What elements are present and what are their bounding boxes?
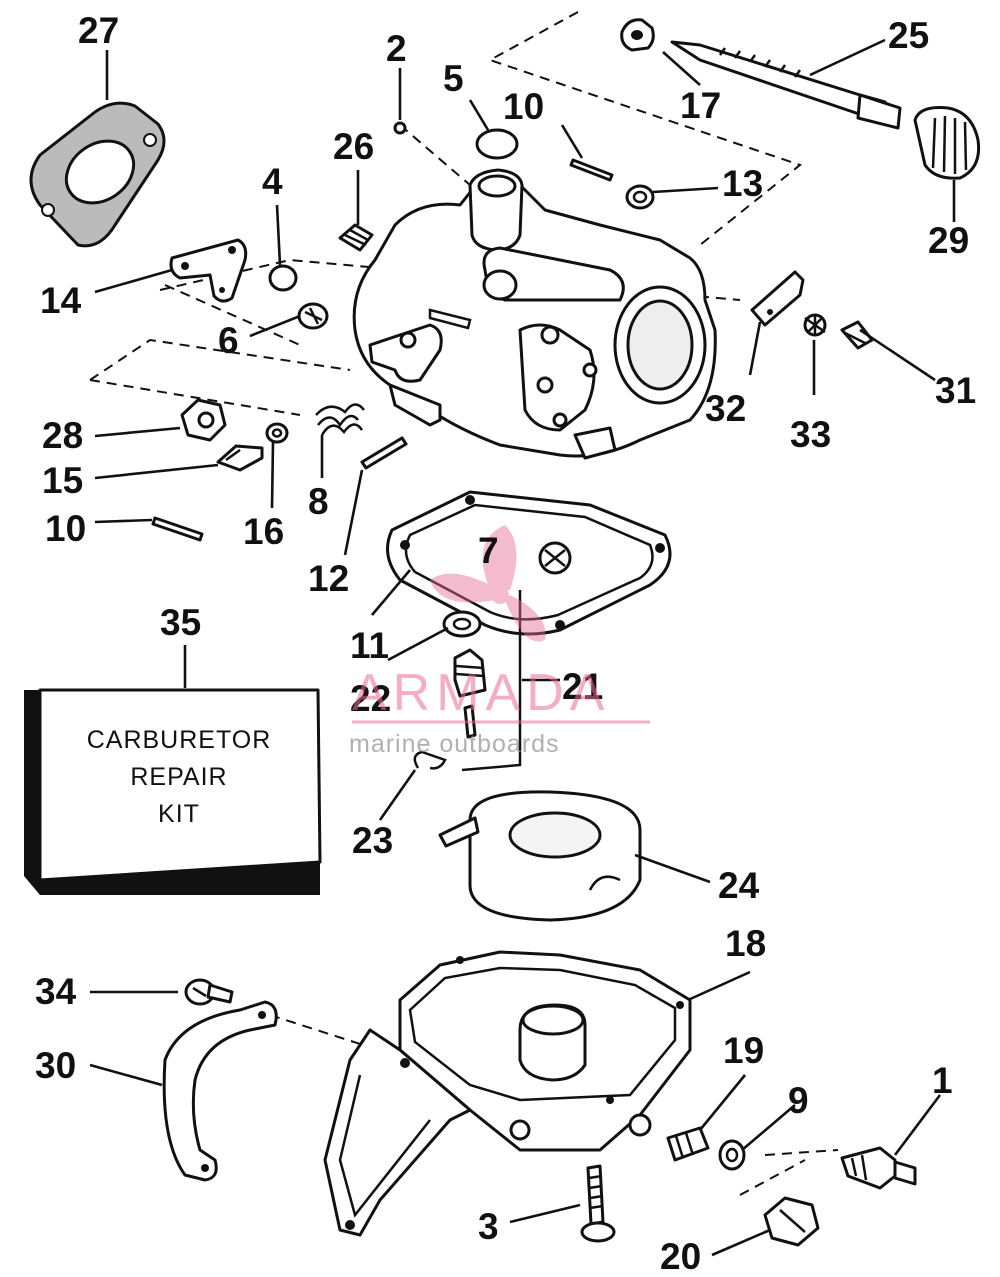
gasket-27: [29, 101, 166, 248]
screw-26: [338, 223, 374, 252]
watermark-tagline: marine outboards: [349, 730, 560, 758]
washer-13: [625, 184, 655, 210]
callout-3: 3: [478, 1206, 499, 1247]
plug-20: [763, 1196, 820, 1247]
callout-30: 30: [35, 1045, 77, 1086]
ball-4: [268, 264, 298, 292]
callout-17: 17: [680, 85, 722, 126]
float-bowl-18: [323, 950, 692, 1237]
callout-14: 14: [40, 280, 82, 321]
repair-kit-line-3: KIT: [158, 800, 200, 828]
pin-10-left: [151, 516, 204, 542]
screw-31: [840, 320, 874, 350]
callout-23: 23: [352, 820, 394, 861]
callout-19: 19: [723, 1030, 765, 1071]
callout-20: 20: [660, 1236, 702, 1277]
knob-29: [913, 106, 981, 180]
callout-12: 12: [308, 558, 350, 599]
watermark-brand: ARMADA: [352, 664, 611, 722]
callout-4: 4: [262, 161, 283, 202]
washer-16: [265, 422, 289, 444]
callout-26: 26: [333, 126, 375, 167]
pin-12: [360, 436, 408, 470]
float-24: [438, 790, 642, 922]
nut-28: [180, 398, 227, 442]
watermark-propeller: [430, 525, 546, 642]
callout-10-left: 10: [45, 508, 87, 549]
leader-lines: [89, 38, 956, 1257]
screw-3: [580, 1164, 616, 1243]
callout-16: 16: [243, 511, 285, 552]
callout-11: 11: [350, 625, 390, 666]
callout-10-top: 10: [503, 86, 545, 127]
retainer-6: [297, 302, 329, 330]
plug-5: [475, 128, 519, 160]
clip-23: [413, 750, 447, 770]
jet-19: [666, 1126, 710, 1162]
callout-33: 33: [790, 414, 832, 455]
callout-28: 28: [42, 415, 84, 456]
callout-7: 7: [478, 530, 499, 571]
cap-17: [620, 18, 655, 52]
callout-5: 5: [443, 58, 464, 99]
callout-27: 27: [78, 10, 120, 51]
callout-35: 35: [160, 602, 202, 643]
pin-10-top: [569, 158, 614, 182]
callout-34: 34: [35, 971, 77, 1012]
callout-25: 25: [888, 15, 930, 56]
seat-21: [453, 590, 522, 772]
callout-31: 31: [935, 370, 977, 411]
washer-9: [718, 1139, 746, 1171]
washer-33: [803, 313, 827, 337]
clamp-30: [162, 1000, 278, 1182]
needle-valve-7: [538, 541, 572, 575]
clip-32: [750, 270, 805, 327]
repair-kit-label: CARBURETOR REPAIR KIT: [44, 722, 314, 833]
callout-18: 18: [725, 923, 767, 964]
repair-kit-box: [24, 688, 322, 895]
repair-kit-line-2: REPAIR: [130, 763, 228, 791]
callout-13: 13: [722, 163, 764, 204]
callout-1: 1: [932, 1060, 953, 1101]
callout-21: 21: [562, 666, 604, 707]
gasket-11: [386, 490, 672, 636]
callout-24: 24: [718, 865, 760, 906]
screw-15: [216, 444, 264, 472]
callout-32: 32: [705, 388, 747, 429]
carburetor-body: [352, 168, 717, 460]
callout-6: 6: [218, 320, 239, 361]
callout-8: 8: [308, 481, 329, 522]
bracket-14: [169, 238, 248, 303]
needle-25: [670, 40, 902, 130]
ball-2: [393, 121, 407, 135]
screw-34: [184, 978, 234, 1006]
fitting-1: [840, 1146, 917, 1190]
callout-15: 15: [42, 460, 84, 501]
spring-8: [315, 403, 365, 436]
callout-9: 9: [788, 1080, 809, 1121]
callout-29: 29: [928, 220, 970, 261]
callout-2: 2: [386, 28, 407, 69]
callout-22: 22: [350, 678, 392, 719]
washer-22: [442, 610, 482, 638]
repair-kit-line-1: CARBURETOR: [86, 726, 272, 754]
